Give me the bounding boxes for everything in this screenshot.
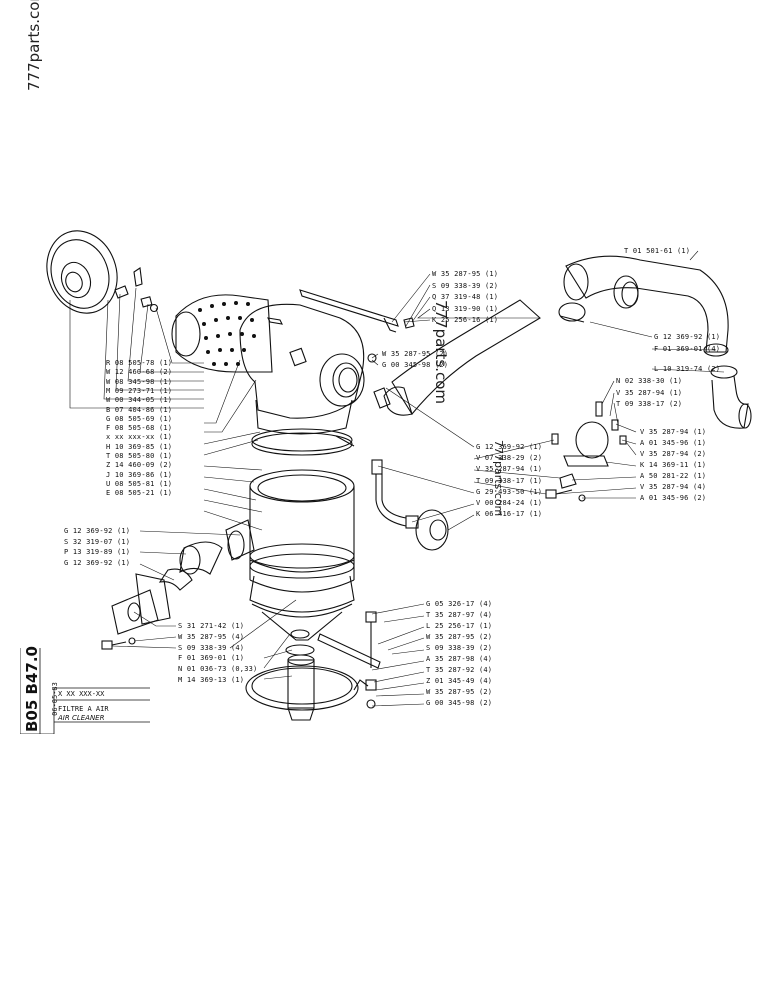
callout-label: A 35 287-98 (4) xyxy=(426,655,493,663)
callout-label: G 00 345-98 (2) xyxy=(382,361,449,369)
callout-label: G 12 369-92 (1) xyxy=(64,558,131,567)
callout-label: S 31 271-42 (1) xyxy=(178,622,245,630)
callout-label: S 09 338-39 (4) xyxy=(178,643,245,652)
callout-label: x xx xxx-xx (1) xyxy=(106,433,173,442)
callout-label: G 00 345-98 (2) xyxy=(426,699,493,707)
callout-label: W 35 287-95 (2) xyxy=(426,688,493,696)
callout-label: T 01 501-61 (1) xyxy=(624,247,691,255)
callout-label: V 35 287-94 (1) xyxy=(616,389,683,397)
callout-label: F 01 369-01 (4) xyxy=(654,345,721,353)
callout-label: W 35 287-95 (4) xyxy=(178,632,245,641)
callout-label: L 25 256-17 (1) xyxy=(426,622,493,630)
dust-bowl xyxy=(249,543,355,641)
callout-label: T 08 505-80 (1) xyxy=(106,452,173,460)
intake-elbow-pipe xyxy=(563,255,752,429)
callout-label: T 35 287-97 (4) xyxy=(426,611,493,619)
callout-label: V 35 287-94 (1) xyxy=(640,428,707,436)
callout-label: H 10 369-85 (1) xyxy=(106,442,173,451)
callout-label: V 35 287-94 (2) xyxy=(640,450,707,458)
callout-label: G 08 505-69 (1) xyxy=(106,414,173,423)
callout-label: E 08 505-21 (1) xyxy=(106,489,173,498)
callout-label: G 12 369-92 (1) xyxy=(476,443,543,451)
callout-label: V 35 287-94 (1) xyxy=(476,465,543,474)
callout-label: G 12 369-92 (1) xyxy=(64,527,131,535)
callout-label: T 09 338-17 (2) xyxy=(616,400,683,408)
callout-label: V 35 287-94 (4) xyxy=(640,483,707,491)
band-clamp-upper xyxy=(251,428,355,456)
callout-label: Q 37 319-48 (1) xyxy=(432,293,499,301)
inlet-elbow xyxy=(111,519,255,635)
callout-label: M 09 273-71 (1) xyxy=(106,386,173,395)
part-number: X XX XXX-XX xyxy=(58,690,105,698)
callout-label: W 35 287-95 (1) xyxy=(432,270,499,278)
callout-label: G 29 493-50 (1) xyxy=(476,487,543,496)
title-block-frame xyxy=(20,648,150,734)
callout-label: A 01 345-96 (1) xyxy=(640,439,707,447)
callout-label: T 35 287-92 (4) xyxy=(426,666,493,674)
callout-label: S 09 338-39 (2) xyxy=(432,281,499,290)
callout-label: K 06 416-17 (1) xyxy=(476,510,543,519)
callout-label: T 09 338-17 (1) xyxy=(476,476,543,485)
callout-label: N 02 338-30 (1) xyxy=(616,377,683,385)
rain-cap xyxy=(46,230,118,314)
callout-label: W 12 460-68 (2) xyxy=(106,368,173,377)
callout-label: K 14 369-11 (1) xyxy=(640,461,707,469)
callout-label: V 07 338-29 (2) xyxy=(476,454,543,463)
callout-label: L 10 319-74 (2) xyxy=(654,365,721,373)
callout-label: Z 14 460-09 (2) xyxy=(106,461,173,470)
callout-label: W 35 287-95 (2) xyxy=(382,350,449,358)
restriction-indicator xyxy=(371,459,449,551)
callout-label: Q 13 319-90 (1) xyxy=(432,304,499,313)
drawing-date: 06-05-83 xyxy=(51,682,59,716)
callout-label: W 35 287-95 (2) xyxy=(426,633,493,641)
title-french: FILTRE A AIR xyxy=(58,705,109,713)
callout-label: S 32 319-07 (1) xyxy=(64,537,131,546)
callout-label: K 25 256-16 (1) xyxy=(432,316,499,324)
mount-clamp xyxy=(551,401,627,467)
callout-label: S 09 338-39 (2) xyxy=(426,644,493,652)
filter-element xyxy=(249,469,355,593)
callout-label: W 00 344-05 (1) xyxy=(106,396,173,405)
callout-label: V 00 284-24 (1) xyxy=(476,499,543,507)
lower-band-clamp xyxy=(245,665,369,711)
callout-label: Z 01 345-49 (4) xyxy=(426,677,493,685)
callout-label: M 14 369-13 (1) xyxy=(178,676,245,684)
callout-label: G 12 369-92 (1) xyxy=(654,333,721,341)
title-english: AIR CLEANER xyxy=(58,714,105,722)
callout-label: G 05 326-17 (4) xyxy=(426,600,493,608)
vacuator-valve xyxy=(285,629,315,721)
callout-label: J 10 369-86 (1) xyxy=(106,470,173,479)
callout-label: R 08 505-78 (1) xyxy=(106,359,173,367)
callout-label: B 07 404-86 (1) xyxy=(106,405,173,414)
air-cleaner-head xyxy=(239,303,365,435)
callout-label: W 08 345-98 (1) xyxy=(106,377,173,386)
callout-label: A 50 281-22 (1) xyxy=(640,472,707,480)
callout-label: F 08 505-68 (1) xyxy=(106,424,173,433)
title-block: X XX XXX-XX FILTRE A AIR AIR CLEANER xyxy=(20,648,150,734)
callout-label: F 01 369-01 (1) xyxy=(178,654,245,663)
callout-label: A 01 345-96 (2) xyxy=(640,494,707,502)
callout-label: N 01 036-73 (0,33) xyxy=(178,665,258,674)
callout-label: U 08 505-81 (1) xyxy=(106,479,173,488)
drawing-code: B05 B47.0 xyxy=(23,646,41,732)
precleaner-cylinder xyxy=(171,294,273,373)
callout-label: P 13 319-89 (1) xyxy=(64,548,131,556)
